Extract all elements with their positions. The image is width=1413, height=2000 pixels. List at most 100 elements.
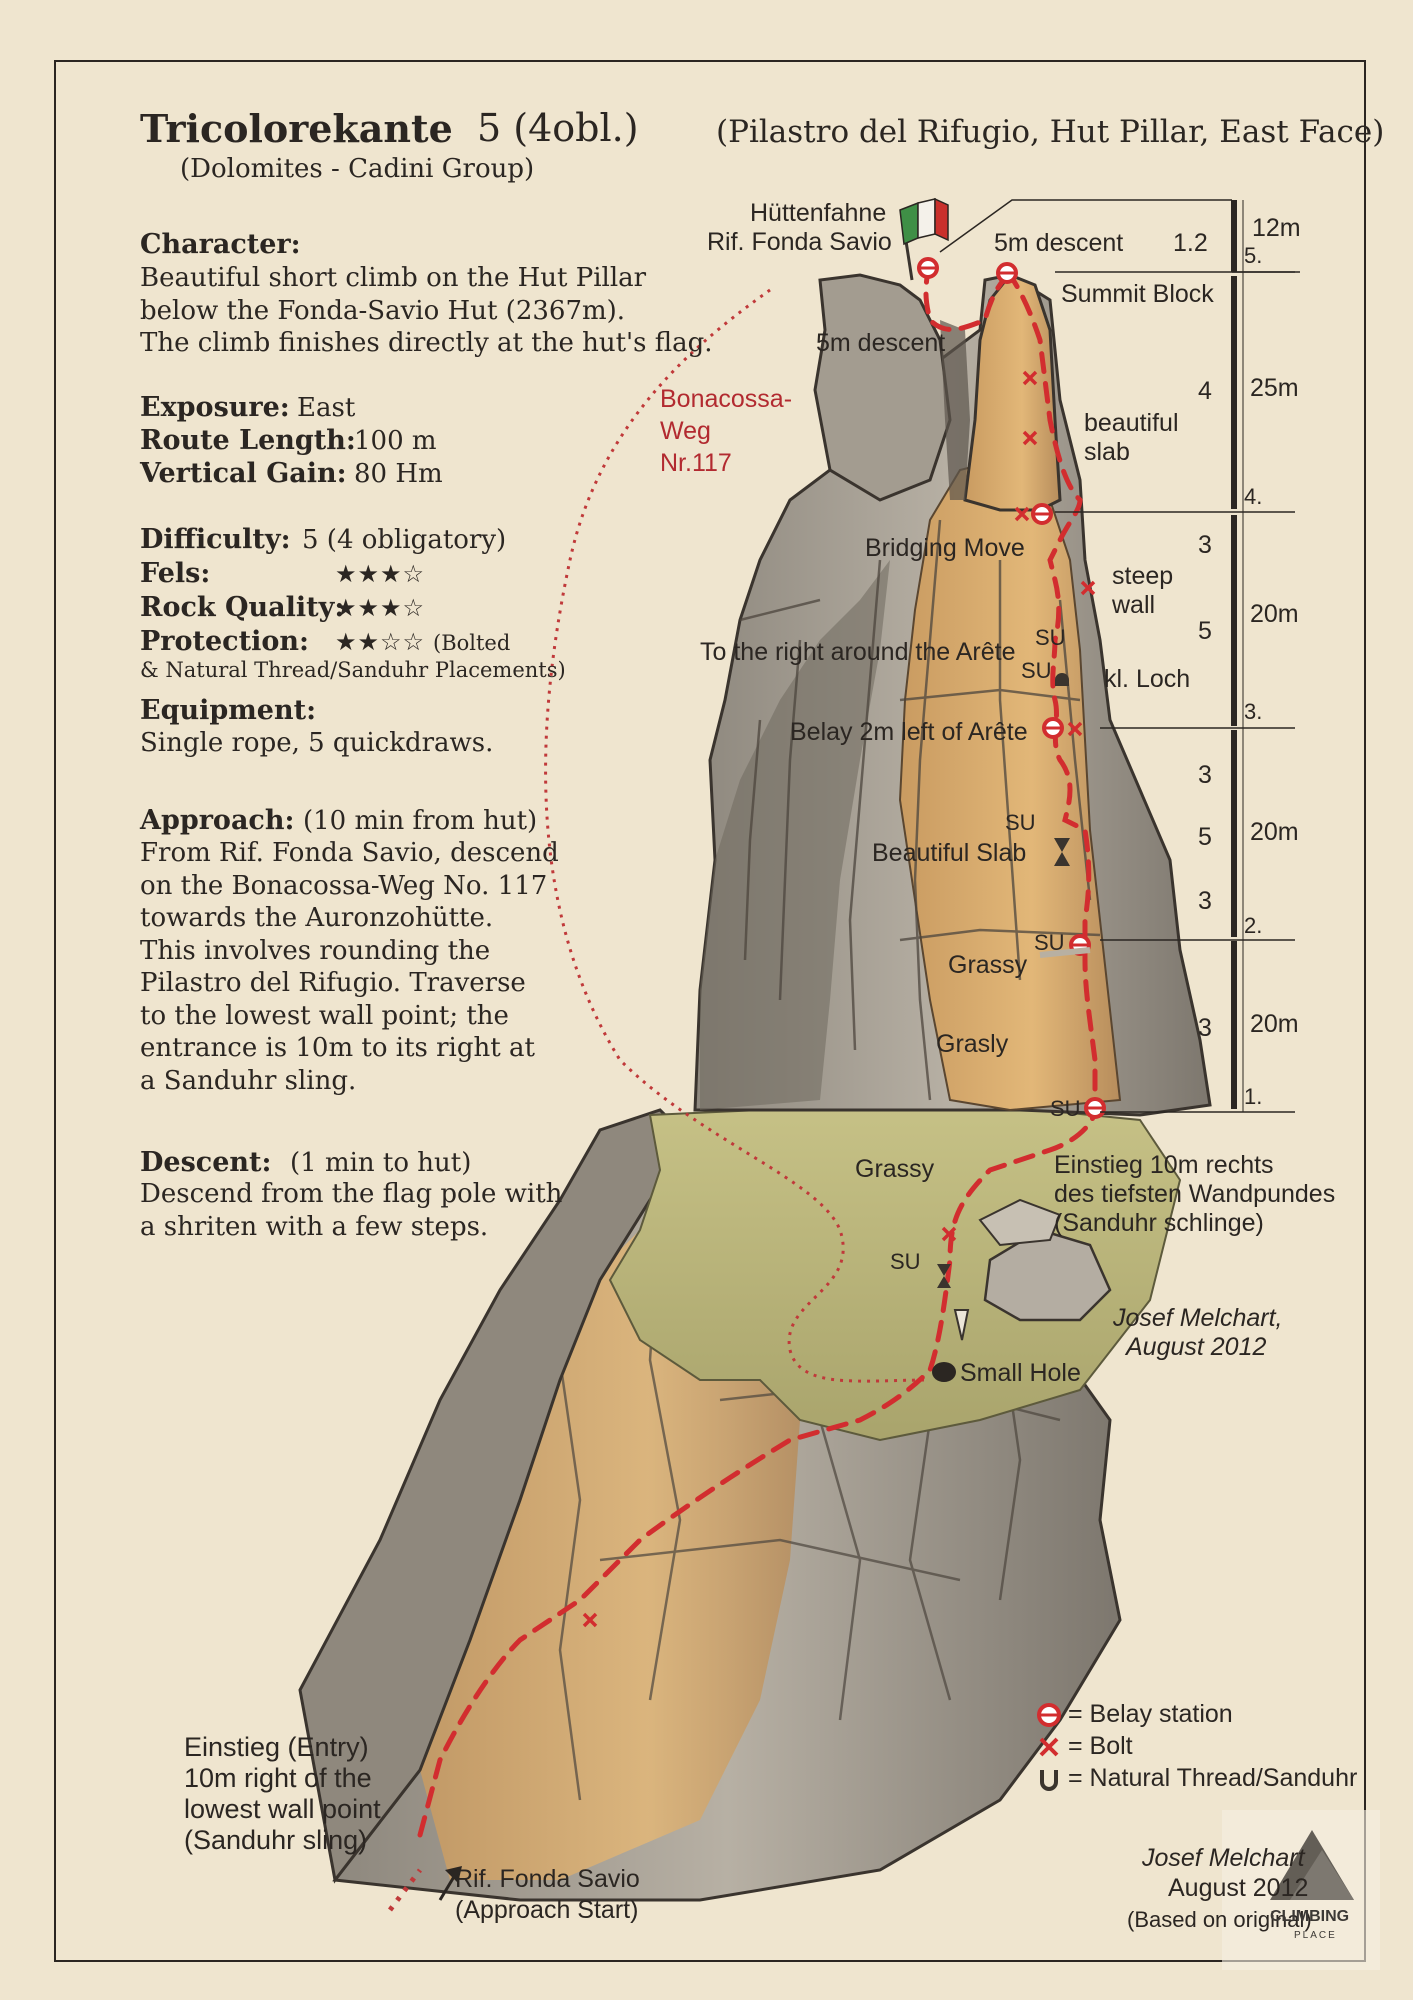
- su-label: SU: [1034, 930, 1065, 955]
- pitch-1-length: 20m: [1250, 1010, 1299, 1038]
- approach-time: (10 min from hut): [303, 806, 538, 836]
- approach-dotted: [388, 1868, 422, 1912]
- su-label: SU: [1035, 625, 1066, 650]
- approach-line: This involves rounding the: [140, 935, 491, 966]
- summit-gap-shadow: [940, 320, 970, 500]
- fels-stars: ★★★☆: [335, 560, 426, 588]
- route-line: [417, 267, 1098, 1838]
- left-summit-tower: [813, 273, 952, 502]
- protection-stars: ★★☆☆: [335, 628, 426, 656]
- approach-heading: Approach:: [140, 805, 295, 836]
- approach-line: entrance is 10m to its right at: [140, 1033, 535, 1063]
- pitch-1-grade: 3: [1198, 1014, 1212, 1042]
- pitch-scale: [1055, 200, 1295, 1113]
- length-label: Route Length:: [140, 425, 356, 456]
- approach-start-label-2: (Approach Start): [455, 1896, 639, 1924]
- pitch-4-grade: 4: [1198, 377, 1212, 405]
- rock-quality-stars: ★★★☆: [335, 594, 426, 622]
- pitch-2-number: 2.: [1244, 913, 1263, 938]
- right-around-arete-label: To the right around the Arête: [700, 638, 1016, 666]
- descent-line: Descend from the flag pole with: [140, 1179, 563, 1209]
- grasly-label: Grasly: [936, 1030, 1009, 1058]
- descent-text: Descend from the flag pole with a shrite…: [140, 1178, 562, 1243]
- credit-note: (Based on original): [1127, 1907, 1312, 1932]
- character-text: Beautiful short climb on the Hut Pillar …: [140, 262, 713, 360]
- sheet-border: [54, 60, 1366, 1962]
- pillar-shadow-column: [700, 560, 890, 1110]
- approach-line: a Sanduhr sling.: [140, 1065, 357, 1096]
- start-arrow: [438, 1874, 457, 1901]
- approach-start-label: Rif. Fonda Savio: [455, 1865, 640, 1893]
- logo-text: CLIMBING: [1270, 1908, 1350, 1925]
- grassy-lower-label: Grassy: [855, 1155, 935, 1183]
- exposure-value: East: [297, 393, 356, 423]
- character-line: below the Fonda-Savio Hut (2367m).: [140, 295, 626, 326]
- su-label: SU: [890, 1249, 921, 1274]
- protection-note-2: & Natural Thread/Sanduhr Placements): [140, 658, 566, 682]
- entry-label: Einstieg (Entry): [184, 1732, 369, 1762]
- entry-label-4: (Sanduhr sling): [184, 1825, 368, 1855]
- protection-note: (Bolted: [433, 631, 511, 655]
- rock-quality-label: Rock Quality:: [140, 592, 345, 623]
- steep-wall-label-2: wall: [1112, 591, 1156, 619]
- route-grade: 5 (4obl.): [477, 106, 639, 150]
- belay-left-arete-label: Belay 2m left of Arête: [790, 718, 1028, 746]
- pitch-5-grade: 1.2: [1173, 229, 1208, 257]
- descent-top-label: 5m descent: [994, 229, 1124, 257]
- descent-heading: Descent:: [140, 1147, 272, 1178]
- thread-arch: [1055, 673, 1069, 686]
- length-value: 100 m: [354, 426, 437, 456]
- pitch-2-grade-c: 3: [1198, 887, 1212, 915]
- approach-line: Pilastro del Rifugio. Traverse: [140, 968, 526, 998]
- einstieg-right-label-2: des tiefsten Wandpundes: [1054, 1180, 1336, 1208]
- bolt: [941, 1226, 957, 1242]
- character-line: Beautiful short climb on the Hut Pillar: [140, 263, 647, 293]
- fels-label: Fels:: [140, 558, 211, 589]
- su-label: SU: [1050, 1096, 1081, 1121]
- logo-subtext: PLACE: [1294, 1930, 1337, 1941]
- belay-station-icon: [1037, 1703, 1061, 1727]
- approach-line: on the Bonacossa-Weg No. 117: [140, 870, 548, 901]
- bolt: [1080, 580, 1096, 596]
- author-date-label: August 2012: [1126, 1333, 1267, 1361]
- descent-line: a shriten with a few steps.: [140, 1211, 489, 1242]
- exposure-label: Exposure:: [140, 392, 290, 423]
- pitch-4-number: 4.: [1244, 484, 1263, 509]
- thread-symbols: [937, 673, 1070, 1288]
- legend-belay-text: = Belay station: [1068, 1700, 1233, 1728]
- route-alt-names: (Pilastro del Rifugio, Hut Pillar, East …: [716, 114, 1385, 150]
- einstieg-right-label-3: (Sanduhr schlinge): [1054, 1209, 1264, 1237]
- bonacossa-label-2: Weg: [660, 417, 711, 445]
- pitch-4-length: 25m: [1250, 374, 1299, 402]
- pitch-3-length: 20m: [1250, 600, 1299, 628]
- ledge-boulder-2: [978, 1198, 1062, 1247]
- bonacossa-label: Bonacossa-: [660, 385, 793, 413]
- pitch-5-number: 5.: [1244, 243, 1263, 268]
- route-title: Tricolorekante: [140, 106, 453, 151]
- gain-value: 80 Hm: [354, 459, 443, 489]
- approach-line: towards the Auronzohütte.: [140, 903, 494, 933]
- entry-label-3: lowest wall point: [184, 1794, 381, 1824]
- pitch-2-grade-a: 3: [1198, 761, 1212, 789]
- bolt: [1067, 721, 1083, 737]
- bridging-move-label: Bridging Move: [865, 534, 1025, 562]
- credit-author: Josef Melchart: [1142, 1844, 1305, 1872]
- route-region: (Dolomites - Cadini Group): [180, 154, 535, 184]
- su-label: SU: [1021, 658, 1052, 683]
- bolt: [1022, 370, 1038, 386]
- bonacossa-number: Nr.117: [660, 449, 732, 477]
- pitch-3-grade-a: 3: [1198, 531, 1212, 559]
- credit-date: August 2012: [1168, 1874, 1309, 1902]
- belay-station-bars: [921, 266, 1102, 1110]
- start-arrow-head: [445, 1866, 462, 1883]
- beautiful-slab-label: Beautiful Slab: [872, 839, 1027, 867]
- flag: [899, 197, 949, 281]
- character-heading: Character:: [140, 229, 301, 260]
- beautiful-slab-upper-label-2: slab: [1084, 438, 1130, 466]
- flag-leader: [939, 199, 1232, 253]
- pitch-3-grade-b: 5: [1198, 617, 1212, 645]
- approach-line: to the lowest wall point; the: [140, 1000, 509, 1031]
- legend-bolt-text: = Bolt: [1068, 1732, 1133, 1760]
